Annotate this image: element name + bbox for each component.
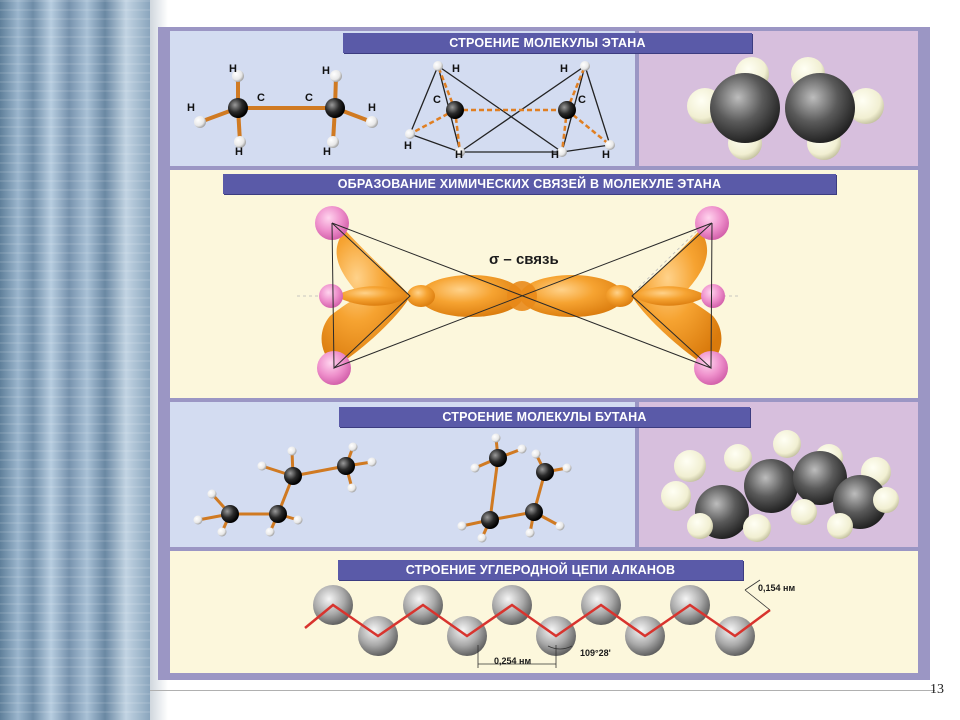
slide-figure-frame [158,27,930,680]
atom-label-h: H [229,63,237,75]
atom-label-h: H [323,146,331,158]
butane-structure-title: СТРОЕНИЕ МОЛЕКУЛЫ БУТАНА [339,407,750,427]
sigma-bond-label: σ – связь [489,251,559,268]
ethane-ball-stick-panel [170,31,635,166]
carbon-chain-model: 0,254 нм 109°28' 0,154 нм [304,579,795,668]
atom-label-c: C [433,94,441,106]
chain-spacing-label: 0,254 нм [494,656,531,666]
atom-label-h: H [187,102,195,114]
ethane-space-filling-model [687,57,884,160]
atom-label-h: H [235,146,243,158]
butane-ball-stick-models [193,433,572,543]
atom-label-h: H [404,140,412,152]
atom-label-h: H [551,149,559,161]
bond-length-label: 0,154 нм [758,583,795,593]
atom-label-h: H [560,63,568,75]
atom-label-h: H [368,102,376,114]
atom-label-c: C [305,92,313,104]
page-number: 13 [930,682,944,697]
ethane-structure-title: СТРОЕНИЕ МОЛЕКУЛЫ ЭТАНА [343,33,752,53]
bond-angle-label: 109°28' [580,648,611,658]
atom-label-c: C [578,94,586,106]
ethane-ball-stick-model: H H H C C H H H [187,63,378,158]
atom-label-h: H [602,149,610,161]
sigma-bond-orbital-model: σ – связь [297,206,740,385]
carbon-chain-title: СТРОЕНИЕ УГЛЕРОДНОЙ ЦЕПИ АЛКАНОВ [338,560,743,580]
atom-label-c: C [257,92,265,104]
atom-label-h: H [452,63,460,75]
atom-label-h: H [455,149,463,161]
ethane-tetrahedral-model: H C H H H C H H [404,61,615,161]
atom-label-h: H [322,65,330,77]
bond-formation-title: ОБРАЗОВАНИЕ ХИМИЧЕСКИХ СВЯЗЕЙ В МОЛЕКУЛЕ… [223,174,836,194]
butane-space-filling-model [661,430,899,542]
footer-divider [150,690,935,691]
